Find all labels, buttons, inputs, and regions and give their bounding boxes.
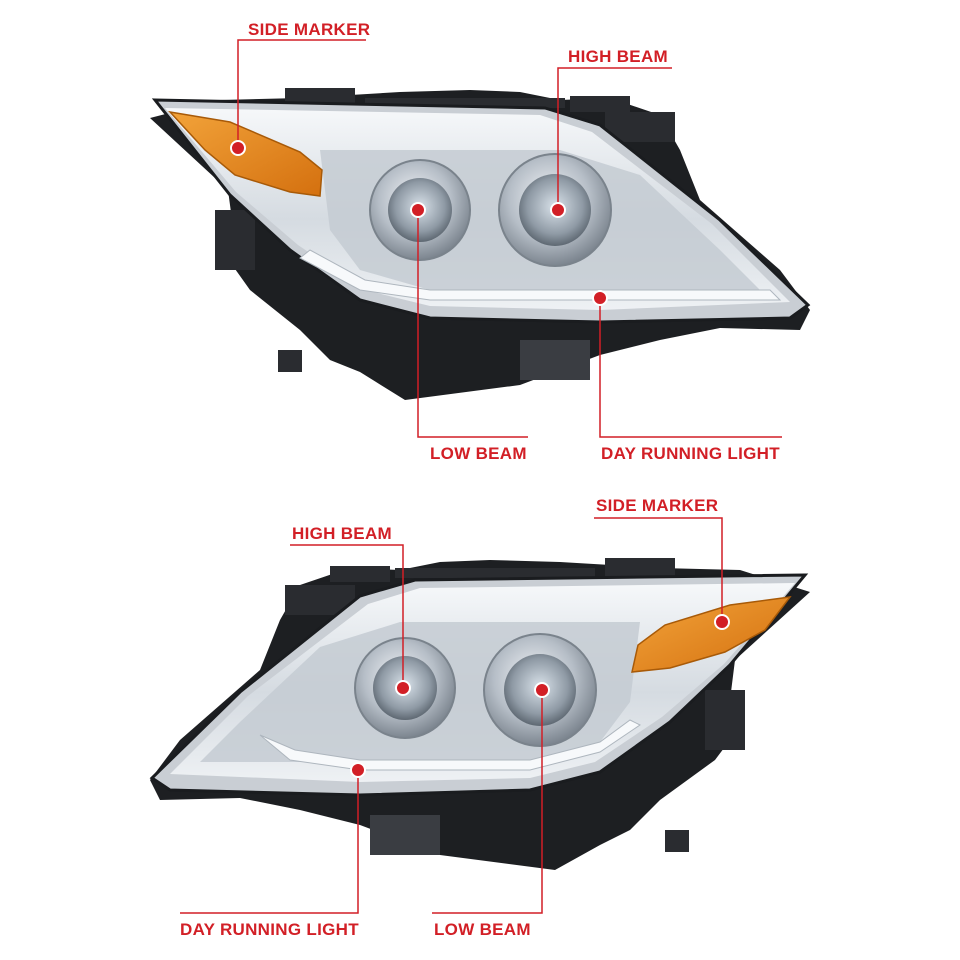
callout-dot xyxy=(350,762,366,778)
bottom-headlight xyxy=(149,558,810,870)
callout-line-top-side-marker xyxy=(237,39,366,148)
callout-dot xyxy=(230,140,246,156)
callout-line-bottom-side-marker xyxy=(594,517,723,622)
bottom-bracket xyxy=(395,568,595,578)
callout-dot xyxy=(395,680,411,696)
bottom-bracket xyxy=(370,815,440,855)
top-bracket xyxy=(520,340,590,380)
label-bottom-high-beam: HIGH BEAM xyxy=(292,524,392,543)
label-bottom-day-running-light: DAY RUNNING LIGHT xyxy=(180,920,359,939)
bottom-drl-strip xyxy=(259,719,641,771)
callout-dot xyxy=(534,682,550,698)
top-side-marker-lens xyxy=(167,110,323,197)
callout-dots xyxy=(230,140,730,778)
callout-line-top-high-beam xyxy=(557,67,672,210)
callouts xyxy=(180,39,782,914)
callout-dot xyxy=(592,290,608,306)
callout-dot xyxy=(410,202,426,218)
callout-line-bottom-high-beam xyxy=(290,544,404,688)
bottom-bracket xyxy=(605,558,675,576)
label-bottom-side-marker: SIDE MARKER xyxy=(596,496,719,515)
label-top-day-running-light: DAY RUNNING LIGHT xyxy=(601,444,780,463)
top-bracket xyxy=(285,88,355,106)
bottom-clip xyxy=(665,830,689,852)
label-top-high-beam: HIGH BEAM xyxy=(568,47,668,66)
top-headlight xyxy=(150,88,811,400)
callout-line-top-low-beam xyxy=(417,210,528,438)
top-bracket xyxy=(365,98,565,108)
label-top-side-marker: SIDE MARKER xyxy=(248,20,371,39)
callout-line-bottom-low-beam xyxy=(432,690,543,914)
callout-line-top-drl xyxy=(599,298,782,438)
label-top-low-beam: LOW BEAM xyxy=(430,444,527,463)
label-bottom-low-beam: LOW BEAM xyxy=(434,920,531,939)
callout-dot xyxy=(550,202,566,218)
top-drl-strip xyxy=(299,249,782,301)
top-clip xyxy=(278,350,302,372)
callout-dot xyxy=(714,614,730,630)
top-bracket xyxy=(215,210,255,270)
bottom-bracket xyxy=(705,690,745,750)
bottom-bracket xyxy=(330,566,390,582)
bottom-side-marker-lens xyxy=(631,596,792,673)
callout-line-bottom-drl xyxy=(180,770,359,914)
top-bracket xyxy=(570,96,630,112)
